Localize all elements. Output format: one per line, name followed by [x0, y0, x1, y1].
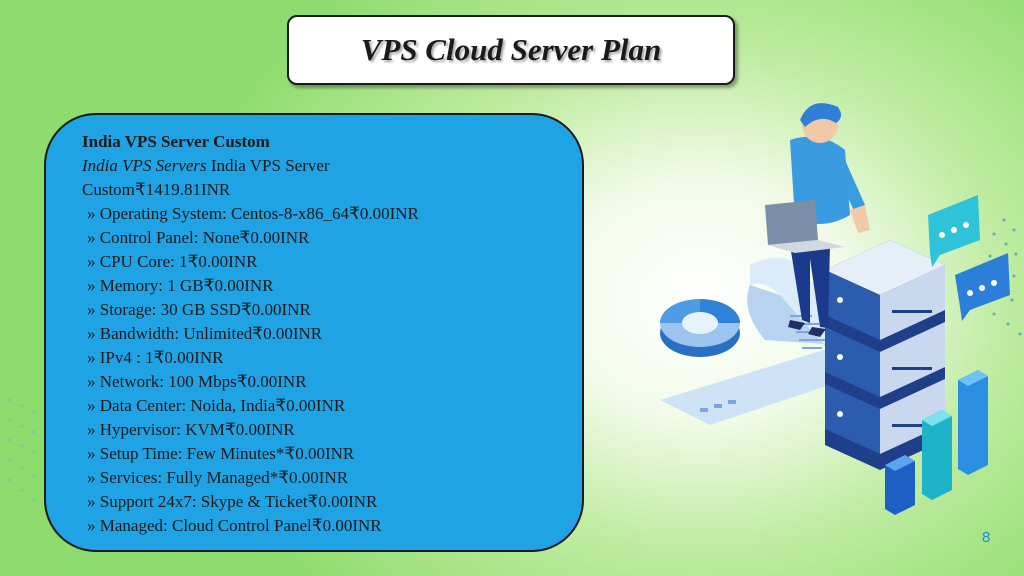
spec-network: » Network: 100 Mbps₹0.00INR — [87, 372, 307, 391]
person-with-laptop-icon — [765, 103, 870, 337]
spec-operating-system: » Operating System: Centos-8-x86_64₹0.00… — [87, 204, 419, 223]
spec-managed: » Managed: Cloud Control Panel₹0.00INR — [87, 516, 382, 535]
spec-hypervisor: » Hypervisor: KVM₹0.00INR — [87, 420, 295, 439]
plan-subtitle: India VPS Servers India VPS Server — [82, 154, 562, 178]
plan-subtitle-rest: India VPS Server — [206, 156, 330, 175]
spec-data-center: » Data Center: Noida, India₹0.00INR — [87, 396, 346, 415]
plan-subtitle-italic: India VPS Servers — [82, 156, 207, 175]
spec-support: » Support 24x7: Skype & Ticket₹0.00INR — [87, 492, 378, 511]
page-number: 8 — [982, 529, 991, 546]
donut-chart-icon — [660, 299, 740, 357]
title-box: VPS Cloud Server Plan — [287, 15, 735, 85]
chat-bubble-icon — [928, 195, 1010, 321]
slide-title: VPS Cloud Server Plan — [360, 32, 662, 67]
spec-bandwidth: » Bandwidth: Unlimited₹0.00INR — [87, 324, 323, 343]
spec-setup-time: » Setup Time: Few Minutes*₹0.00INR — [87, 444, 355, 463]
spec-cpu-core: » CPU Core: 1₹0.00INR — [87, 252, 258, 271]
plan-heading: India VPS Server Custom — [82, 132, 270, 151]
bar-chart-icon — [885, 370, 988, 515]
server-illustration — [660, 103, 1010, 515]
server-stack-icon — [825, 240, 945, 470]
plan-details-text: India VPS Server Custom India VPS Server… — [82, 130, 562, 538]
spec-memory: » Memory: 1 GB₹0.00INR — [87, 276, 274, 295]
spec-control-panel: » Control Panel: None₹0.00INR — [87, 228, 310, 247]
spec-storage: » Storage: 30 GB SSD₹0.00INR — [87, 300, 311, 319]
spec-services: » Services: Fully Managed*₹0.00INR — [87, 468, 349, 487]
spec-ipv4: » IPv4 : 1₹0.00INR — [87, 348, 224, 367]
plan-price: Custom₹1419.81INR — [82, 180, 231, 199]
plan-details-panel — [44, 113, 584, 552]
